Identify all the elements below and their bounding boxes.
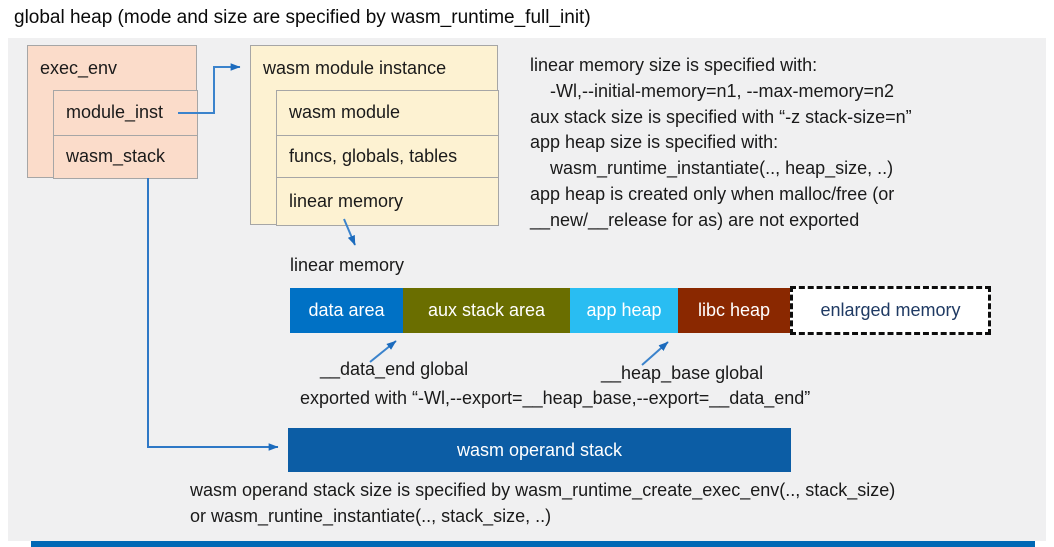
size-notes: linear memory size is specified with: -W… — [530, 53, 1050, 234]
module-instance-field-linear-memory: linear memory — [276, 176, 499, 226]
wasm-operand-stack-bar: wasm operand stack — [288, 428, 791, 472]
exec-env-field-module-inst: module_inst — [53, 89, 198, 136]
note-line: linear memory size is specified with: — [530, 55, 818, 75]
linear-memory-segment-data-area: data area — [290, 288, 403, 333]
note-line: app heap size is specified with: — [530, 132, 779, 153]
note-line: or wasm_runtine_instantiate(.., stack_si… — [190, 506, 552, 526]
diagram-title: global heap (mode and size are specified… — [14, 7, 591, 28]
module-instance-field-wasm-module: wasm module — [276, 89, 499, 136]
bottom-accent-strip — [31, 541, 1035, 547]
linear-memory-segment-aux-stack-area: aux stack area — [403, 288, 570, 333]
exec-env-box: exec_env module_inst wasm_stack — [27, 45, 198, 179]
note-line: wasm_runtime_instantiate(.., heap_size, … — [550, 158, 894, 179]
linear-memory-label: linear memory — [290, 255, 405, 275]
note-line: aux stack size is specified with “-z sta… — [530, 106, 912, 127]
module-instance-field-funcs-globals-tables: funcs, globals, tables — [276, 134, 499, 178]
note-line: -Wl,--initial-memory=n1, --max-memory=n2 — [550, 80, 895, 101]
note-line: wasm operand stack size is specified by … — [190, 480, 896, 500]
note-line: __new/__release for as) are not exported — [530, 209, 860, 230]
wasm-module-instance-title: wasm module instance — [263, 58, 447, 78]
linear-memory-segment-app-heap: app heap — [570, 288, 678, 333]
wasm-module-instance-box: wasm module instance wasm module funcs, … — [250, 45, 499, 226]
data-end-global-label: __data_end global — [320, 359, 469, 379]
operand-stack-notes: wasm operand stack size is specified by … — [190, 477, 895, 529]
linear-memory-segment-libc-heap: libc heap — [678, 288, 790, 333]
export-flags-note: exported with “-Wl,--export=__heap_base,… — [300, 388, 811, 408]
linear-memory-segment-enlarged-memory: enlarged memory — [790, 286, 991, 335]
exec-env-field-wasm-stack: wasm_stack — [53, 134, 198, 179]
note-line: app heap is created only when malloc/fre… — [530, 183, 895, 204]
heap-base-global-label: __heap_base global — [601, 363, 764, 383]
exec-env-title: exec_env — [40, 58, 118, 78]
